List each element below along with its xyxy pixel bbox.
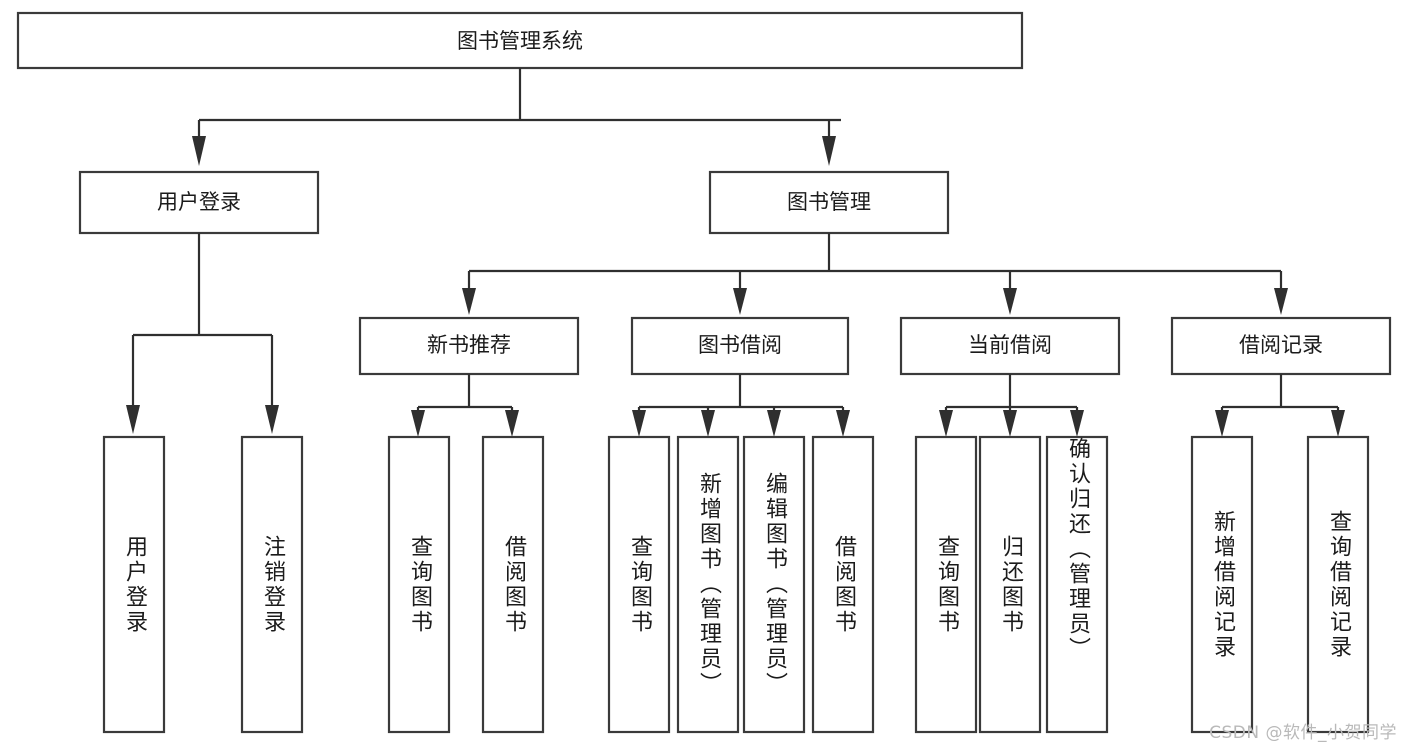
leaf-box-query-record[interactable] bbox=[1306, 435, 1370, 734]
arrow-head-leaf-add-record bbox=[1215, 410, 1229, 437]
node-new-book-rec-label: 新书推荐 bbox=[427, 333, 511, 357]
leaf-box-borrow-book-1[interactable] bbox=[481, 435, 545, 734]
leaf-box-confirm-return[interactable] bbox=[1045, 435, 1109, 734]
node-root-box bbox=[16, 11, 1024, 70]
node-borrow-record-label: 借阅记录 bbox=[1239, 333, 1323, 357]
leaf-box-query-book-3[interactable] bbox=[914, 435, 978, 734]
csdn-watermark: CSDN @软件_小贺同学 bbox=[1209, 723, 1397, 743]
arrow-head-leaf-user-login bbox=[126, 405, 140, 434]
arrow-head-current-borrow bbox=[1003, 288, 1017, 315]
arrow-head-leaf-edit-book bbox=[767, 410, 781, 437]
node-borrow-record-box bbox=[1170, 316, 1392, 376]
arrow-head-leaf-query-book-3 bbox=[939, 410, 953, 437]
node-root[interactable]: 图书管理系统 bbox=[16, 11, 1024, 70]
node-book-borrow-box bbox=[630, 316, 850, 376]
node-book-manage-box bbox=[708, 170, 950, 235]
node-book-manage[interactable]: 图书管理 bbox=[708, 170, 950, 235]
node-user-login-label: 用户登录 bbox=[157, 190, 241, 214]
arrow-head-leaf-add-book bbox=[701, 410, 715, 437]
leaf-box-user-login[interactable] bbox=[102, 435, 166, 734]
arrow-head-leaf-query-record bbox=[1331, 410, 1345, 437]
arrow-head-leaf-borrow-book-2 bbox=[836, 410, 850, 437]
arrow-head-book-borrow bbox=[733, 288, 747, 315]
arrow-head-book-manage bbox=[822, 136, 836, 166]
arrow-head-leaf-logout bbox=[265, 405, 279, 434]
node-user-login[interactable]: 用户登录 bbox=[78, 170, 320, 235]
leaf-box-edit-book[interactable] bbox=[742, 435, 806, 734]
arrow-head-leaf-borrow-book-1 bbox=[505, 410, 519, 437]
node-borrow-record[interactable]: 借阅记录 bbox=[1170, 316, 1392, 376]
node-book-borrow[interactable]: 图书借阅 bbox=[630, 316, 850, 376]
node-current-borrow-label: 当前借阅 bbox=[968, 333, 1052, 357]
node-book-manage-label: 图书管理 bbox=[787, 190, 871, 214]
leaf-box-add-book[interactable] bbox=[676, 435, 740, 734]
node-new-book-rec[interactable]: 新书推荐 bbox=[358, 316, 580, 376]
leaf-box-logout[interactable] bbox=[240, 435, 304, 734]
arrow-head-leaf-query-book-1 bbox=[411, 410, 425, 437]
leaf-box-return-book[interactable] bbox=[978, 435, 1042, 734]
leaf-box-query-book-2[interactable] bbox=[607, 435, 671, 734]
node-current-borrow-box bbox=[899, 316, 1121, 376]
arrow-head-borrow-record bbox=[1274, 288, 1288, 315]
arrow-head-leaf-return-book bbox=[1003, 410, 1017, 437]
node-root-label: 图书管理系统 bbox=[457, 29, 583, 53]
arrow-head-new-book-rec bbox=[462, 288, 476, 315]
arrow-head-user-login bbox=[192, 136, 206, 166]
arrow-head-leaf-query-book-2 bbox=[632, 410, 646, 437]
leaf-box-borrow-book-2[interactable] bbox=[811, 435, 875, 734]
leaf-box-query-book-1[interactable] bbox=[387, 435, 451, 734]
node-new-book-rec-box bbox=[358, 316, 580, 376]
arrow-head-leaf-confirm-return bbox=[1070, 410, 1084, 437]
node-current-borrow[interactable]: 当前借阅 bbox=[899, 316, 1121, 376]
node-book-borrow-label: 图书借阅 bbox=[698, 333, 782, 357]
leaf-box-add-record[interactable] bbox=[1190, 435, 1254, 734]
